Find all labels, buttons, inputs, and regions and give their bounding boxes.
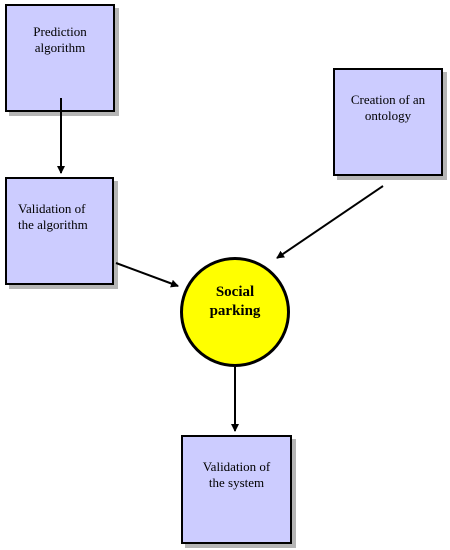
creation-of-ontology-box: Creation of an ontology xyxy=(333,68,443,176)
prediction-algorithm-box: Prediction algorithm xyxy=(5,4,115,112)
validation-of-system-label-line1: Validation of xyxy=(202,459,271,474)
social-parking-node: Social parking xyxy=(180,257,290,367)
validation-of-algorithm-box: Validation of the algorithm xyxy=(5,177,114,285)
social-parking-label-line2: parking xyxy=(209,303,261,319)
validation-of-algorithm-label-line1: Validation of xyxy=(18,201,86,216)
arrow-ontology-to-social-parking xyxy=(276,185,384,259)
creation-of-ontology-label-line1: Creation of an xyxy=(350,92,426,107)
validation-of-system-box: Validation of the system xyxy=(181,435,292,544)
creation-of-ontology-label-line2: ontology xyxy=(364,108,412,123)
arrow-validation-algorithm-to-social-parking xyxy=(115,262,179,288)
social-parking-label-line1: Social xyxy=(215,284,255,300)
prediction-algorithm-label-line1: Prediction xyxy=(33,24,87,39)
prediction-algorithm-label-line2: algorithm xyxy=(34,40,86,55)
validation-of-algorithm-label-line2: the algorithm xyxy=(18,217,88,232)
validation-of-system-label-line2: the system xyxy=(208,475,265,490)
